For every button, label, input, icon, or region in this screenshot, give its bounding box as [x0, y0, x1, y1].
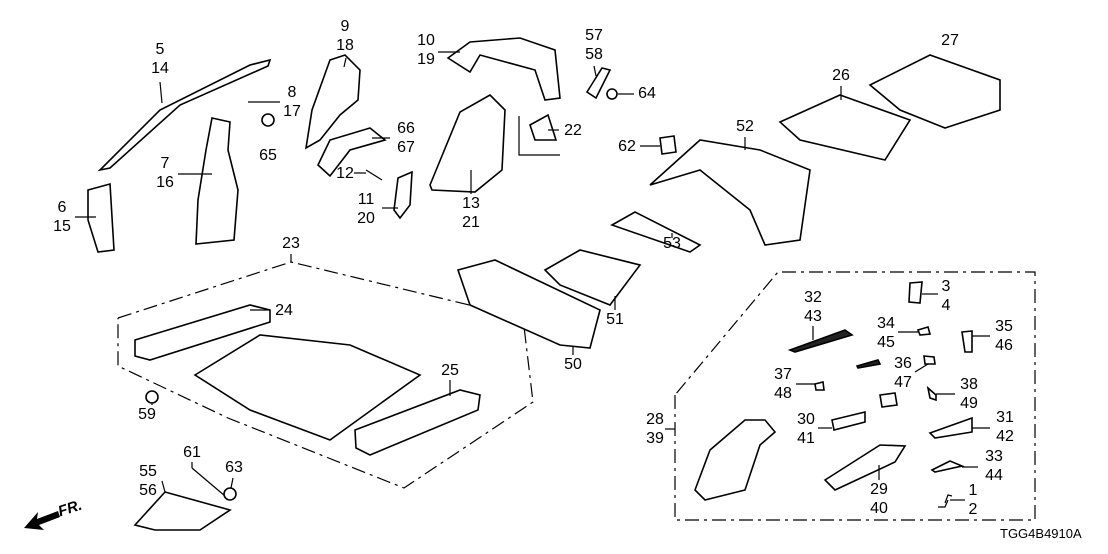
callout-10-19[interactable]: 10 19	[417, 32, 435, 68]
callout-37-48[interactable]: 37 48	[774, 366, 792, 402]
part-floor-23	[193, 334, 422, 441]
part-31	[928, 416, 973, 439]
part-pillar-6	[87, 182, 115, 253]
callout-66-67[interactable]: 66 67	[397, 120, 415, 156]
front-direction-arrow-icon	[24, 511, 60, 530]
callout-7-16[interactable]: 7 16	[156, 155, 174, 191]
part-35	[961, 330, 973, 353]
callout-63[interactable]: 63	[225, 459, 243, 476]
part-bracket-11	[393, 170, 413, 220]
callout-26[interactable]: 26	[832, 67, 850, 84]
part-36	[923, 355, 936, 365]
callout-55-56[interactable]: 55 56	[139, 463, 157, 499]
callout-61[interactable]: 61	[183, 444, 201, 461]
callout-32-43[interactable]: 32 43	[804, 289, 822, 325]
group-22-bracket	[518, 116, 560, 156]
part-floor-27	[868, 54, 1001, 129]
callout-27[interactable]: 27	[941, 32, 959, 49]
part-57	[585, 67, 612, 100]
part-sill-25	[354, 389, 481, 456]
part-30	[831, 410, 866, 431]
callout-30-41[interactable]: 30 41	[797, 411, 815, 447]
part-bracket-55	[133, 491, 232, 531]
part-59-bolt	[145, 390, 159, 404]
part-63-nut	[223, 487, 237, 501]
part-33	[930, 460, 965, 473]
callout-35-46[interactable]: 35 46	[995, 318, 1013, 354]
part-small	[855, 359, 882, 369]
part-sill-24	[134, 304, 271, 361]
part-37	[814, 381, 825, 391]
leader-lines	[75, 51, 990, 501]
part-51	[543, 249, 642, 306]
callout-36-47[interactable]: 36 47	[894, 355, 912, 391]
part-64-clip	[606, 88, 618, 100]
callout-24[interactable]: 24	[275, 302, 293, 319]
part-61-bolt	[191, 467, 226, 497]
part-crossmember-52	[649, 139, 811, 246]
callout-5-14[interactable]: 5 14	[151, 41, 169, 77]
part-65-bolt	[261, 113, 275, 127]
callout-65[interactable]: 65	[259, 147, 277, 164]
part-3	[908, 281, 923, 304]
part-frame-28	[694, 419, 777, 501]
part-12-spring	[365, 169, 383, 181]
part-unlabeled	[879, 392, 898, 408]
callout-51[interactable]: 51	[606, 311, 624, 328]
part-22	[529, 113, 558, 141]
part-pillar-9	[304, 54, 361, 150]
callout-33-44[interactable]: 33 44	[985, 448, 1003, 484]
callout-53[interactable]: 53	[663, 235, 681, 252]
callout-11-20[interactable]: 11 20	[357, 191, 375, 227]
callout-12[interactable]: 12	[336, 165, 354, 182]
callout-38-49[interactable]: 38 49	[960, 376, 978, 412]
part-pillar-7	[195, 117, 239, 245]
callout-34-45[interactable]: 34 45	[877, 315, 895, 351]
callout-23[interactable]: 23	[282, 235, 300, 252]
callout-31-42[interactable]: 31 42	[996, 409, 1014, 445]
callout-50[interactable]: 50	[564, 356, 582, 373]
part-29	[823, 444, 907, 491]
part-32	[787, 329, 854, 353]
callout-22[interactable]: 22	[564, 122, 582, 139]
callout-25[interactable]: 25	[441, 362, 459, 379]
part-roof-rail	[97, 58, 272, 172]
callout-64[interactable]: 64	[638, 85, 656, 102]
part-34	[916, 326, 932, 336]
callout-3-4[interactable]: 3 4	[941, 278, 951, 314]
callout-29-40[interactable]: 29 40	[870, 481, 888, 517]
callout-9-18[interactable]: 9 18	[336, 18, 354, 54]
part-62-bolt	[659, 135, 677, 155]
part-rear-arch-10	[446, 37, 561, 101]
diagram-code: TGG4B4910A	[1000, 526, 1082, 541]
callout-8-17[interactable]: 8 17	[283, 84, 301, 120]
callout-57-58[interactable]: 57 58	[585, 27, 603, 63]
callout-52[interactable]: 52	[736, 118, 754, 135]
part-tunnel-50	[456, 259, 601, 349]
part-floor-26	[778, 94, 912, 161]
part-arch-66	[317, 127, 387, 178]
callout-59[interactable]: 59	[138, 406, 156, 423]
callout-28-39[interactable]: 28 39	[646, 411, 664, 447]
part-38	[926, 385, 937, 402]
group-23-outline	[117, 261, 534, 489]
part-1	[938, 494, 953, 508]
callout-13-21[interactable]: 13 21	[462, 195, 480, 231]
part-53	[610, 211, 702, 253]
callout-6-15[interactable]: 6 15	[53, 199, 71, 235]
part-wheelhouse-13	[429, 94, 506, 193]
callout-1-2[interactable]: 1 2	[968, 482, 978, 518]
callout-62[interactable]: 62	[618, 138, 636, 155]
